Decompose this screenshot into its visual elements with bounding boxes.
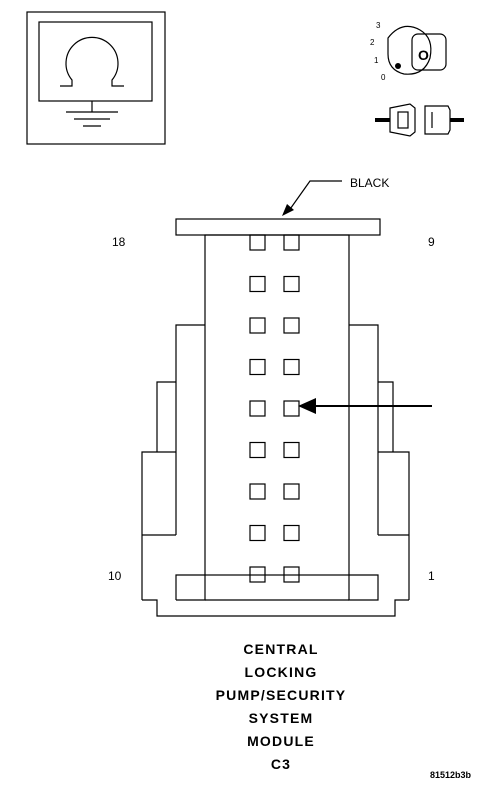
pin-cavity-r5-c2 bbox=[283, 400, 300, 417]
title-line-3: PUMP/SECURITY bbox=[216, 687, 347, 703]
connector-title: CENTRAL LOCKING PUMP/SECURITY SYSTEM MOD… bbox=[216, 641, 347, 772]
color-callout-leader bbox=[287, 180, 342, 213]
color-callout-arrowhead bbox=[282, 204, 294, 216]
pin-cavity-r3-c2 bbox=[283, 317, 300, 334]
pin-cavity-r5-c1 bbox=[249, 400, 266, 417]
pin-cavity-r9-c1 bbox=[249, 566, 266, 583]
pin-label-18: 18 bbox=[112, 235, 126, 249]
pin-label-9: 9 bbox=[428, 235, 435, 249]
pin-label-10: 10 bbox=[108, 569, 122, 583]
pin-cavity-r6-c1 bbox=[249, 441, 266, 459]
pin-cavity-r2-c1 bbox=[249, 275, 266, 293]
title-line-5: MODULE bbox=[247, 733, 315, 749]
ground-symbol-icon bbox=[26, 11, 166, 145]
key-letter: O bbox=[418, 47, 430, 63]
title-line-2: LOCKING bbox=[245, 664, 318, 680]
pin-cavity-r4-c1 bbox=[249, 358, 266, 376]
pin-grid bbox=[249, 234, 300, 583]
pin-label-1: 1 bbox=[428, 569, 435, 583]
key-position-1: 1 bbox=[374, 56, 379, 65]
title-line-4: SYSTEM bbox=[249, 710, 314, 726]
pin-cavity-r7-c1 bbox=[249, 483, 266, 500]
ignition-key-icon: 3 2 1 0 O bbox=[370, 21, 447, 82]
pin-cavity-r8-c1 bbox=[249, 524, 266, 542]
connector-body bbox=[141, 218, 410, 617]
connector-plug-icon bbox=[375, 103, 464, 137]
pin-cavity-r4-c2 bbox=[283, 358, 300, 376]
pin-cavity-r3-c1 bbox=[249, 317, 266, 334]
pin-indicator-arrow bbox=[298, 398, 432, 414]
key-position-3: 3 bbox=[376, 21, 381, 30]
pin-cavity-r9-c2 bbox=[283, 566, 300, 583]
title-line-1: CENTRAL bbox=[243, 641, 318, 657]
pin-cavity-r2-c2 bbox=[283, 275, 300, 293]
title-line-6: C3 bbox=[271, 756, 291, 772]
pin-cavity-r1-c1 bbox=[249, 234, 266, 251]
pin-cavity-r8-c2 bbox=[283, 524, 300, 542]
connector-color-label: BLACK bbox=[350, 176, 389, 190]
key-position-0: 0 bbox=[381, 73, 386, 82]
pin-cavity-r1-c2 bbox=[283, 234, 300, 251]
figure-code: 81512b3b bbox=[430, 770, 472, 780]
key-position-2: 2 bbox=[370, 38, 375, 47]
pin-cavity-r6-c2 bbox=[283, 441, 300, 459]
pin-cavity-r7-c2 bbox=[283, 483, 300, 500]
